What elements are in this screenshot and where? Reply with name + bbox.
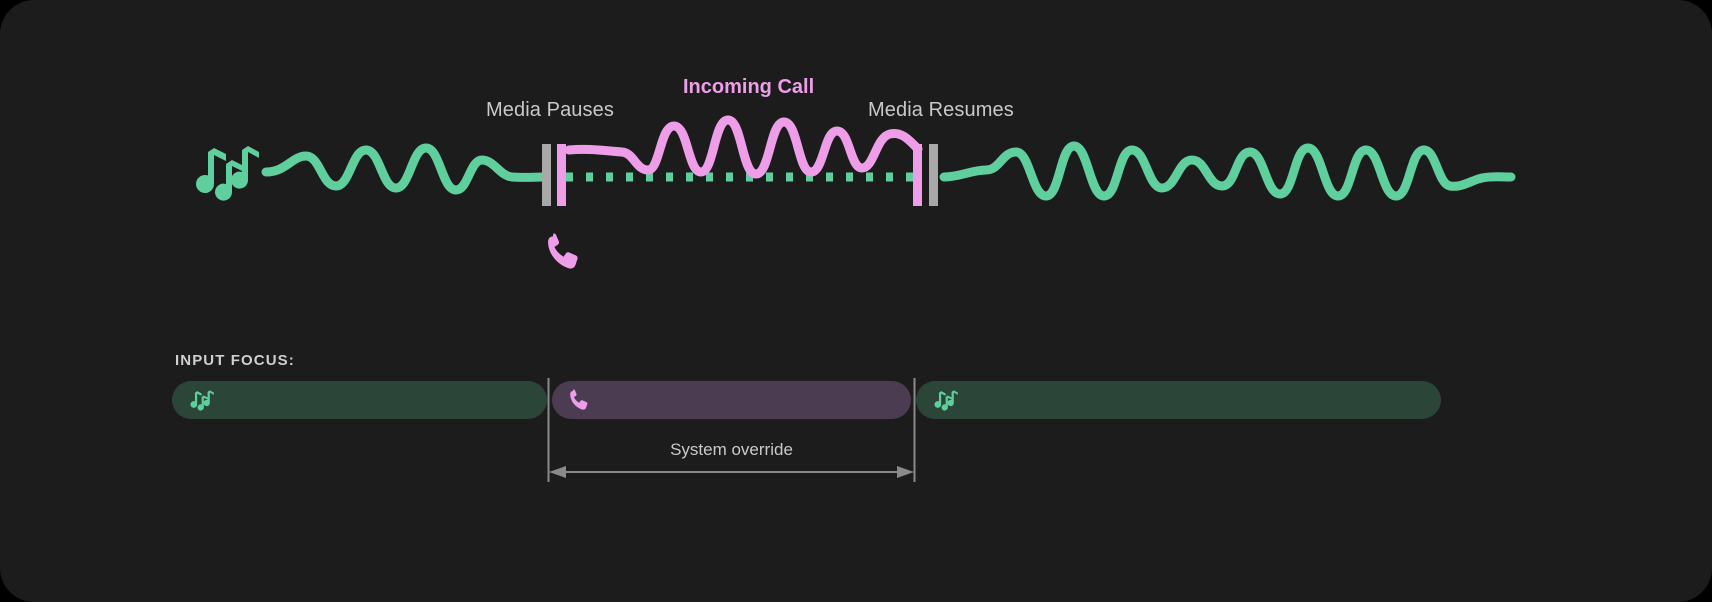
media-waveform-before: [261, 143, 550, 195]
system-override-label: System override: [670, 440, 793, 459]
label-media-resumes: Media Resumes: [868, 99, 1014, 121]
audio-timeline: Media Pauses Incoming Call Media Resumes: [196, 76, 1516, 269]
label-media-pauses: Media Pauses: [486, 99, 614, 121]
pause-marker-gray: [542, 144, 551, 206]
resume-marker-pink: [913, 144, 922, 206]
timeline-graphics: [196, 115, 1516, 269]
override-arrowhead-right: [897, 466, 914, 478]
phone-icon: [548, 233, 578, 269]
music-notes-icon: [190, 390, 214, 411]
call-waveform: [564, 115, 923, 179]
phone-icon: [570, 389, 588, 410]
override-arrowhead-left: [549, 466, 566, 478]
focus-segment-call[interactable]: [552, 381, 911, 419]
focus-segment-media-after[interactable]: [916, 381, 1441, 419]
focus-segment-media-before[interactable]: [172, 381, 547, 419]
music-notes-icon: [934, 390, 958, 411]
system-override-bracket: [547, 378, 916, 482]
music-notes-icon: [196, 146, 259, 201]
input-focus-title: INPUT FOCUS:: [175, 352, 295, 369]
resume-marker-gray: [929, 144, 938, 206]
label-incoming-call: Incoming Call: [683, 76, 815, 98]
pause-marker-pink: [557, 144, 566, 206]
media-waveform-after: [939, 141, 1516, 201]
